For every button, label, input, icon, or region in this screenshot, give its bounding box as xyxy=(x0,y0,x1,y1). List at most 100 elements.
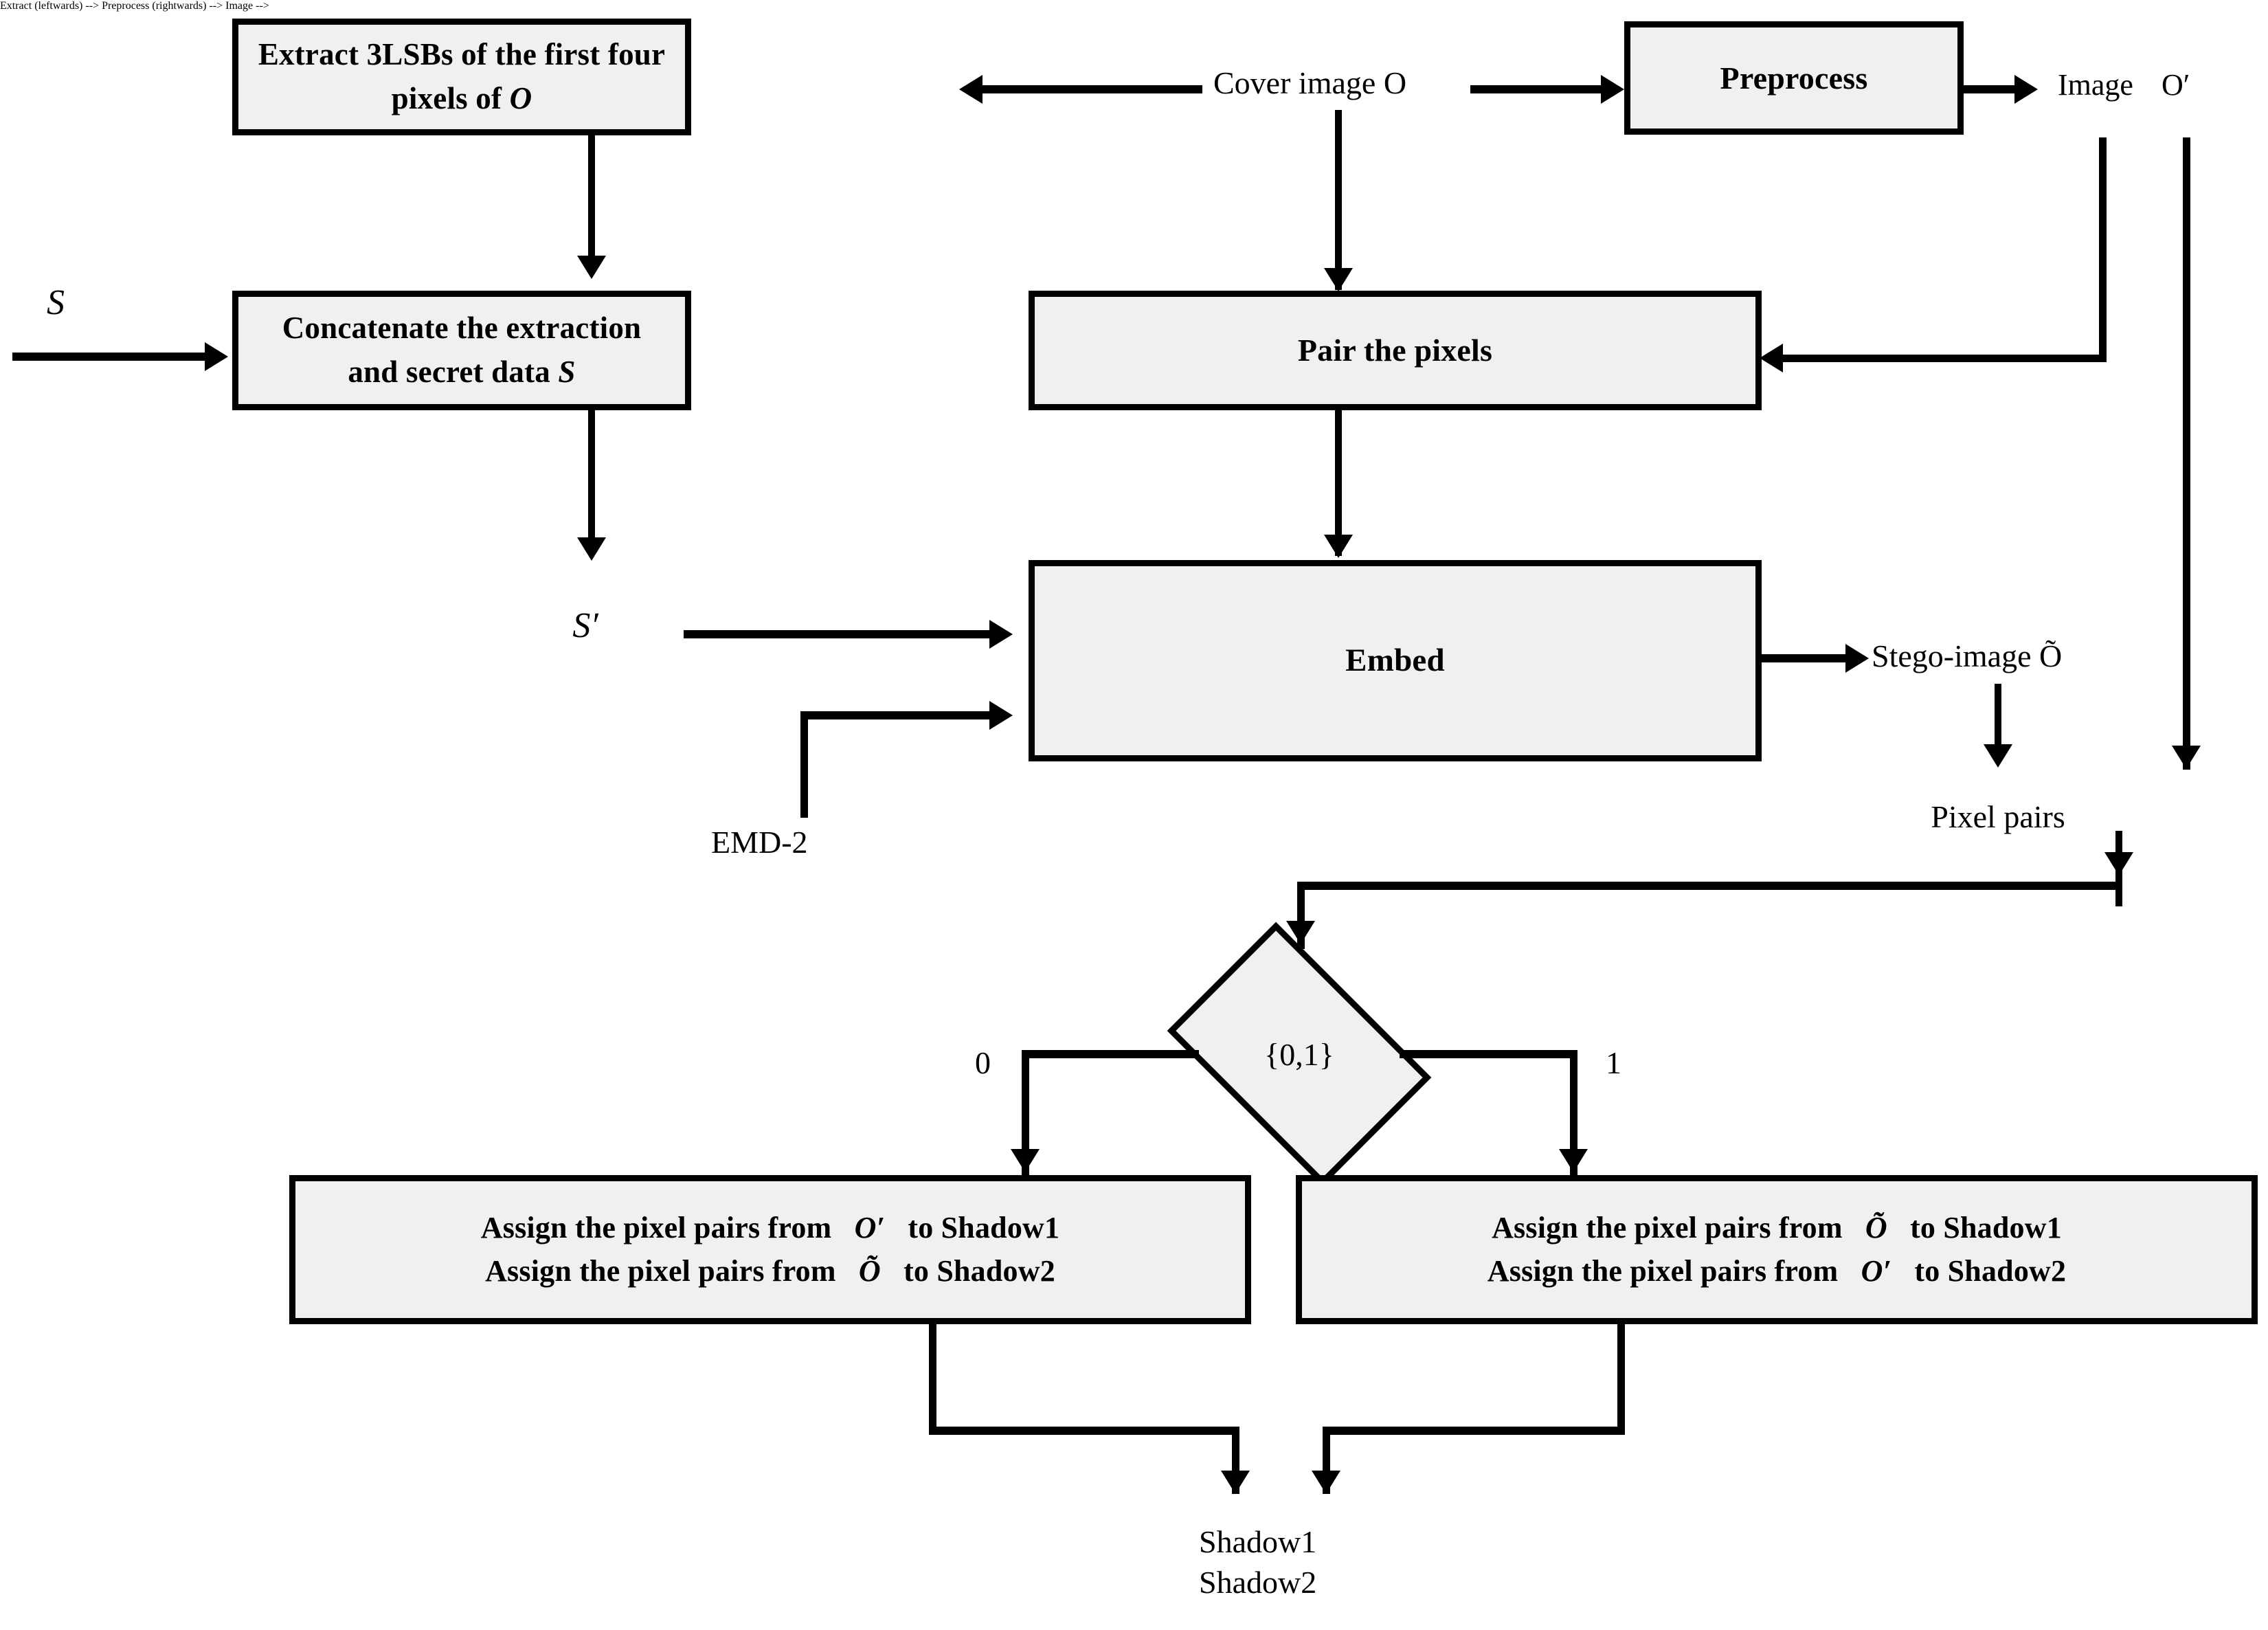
label-pixel-pairs: Pixel pairs xyxy=(1931,797,2065,838)
concatenate-line2-prefix: and secret data xyxy=(348,355,559,389)
connector-assignleft-vertical xyxy=(929,1324,936,1434)
secret-data-symbol: S xyxy=(47,283,65,322)
extract-line2-symbol: O xyxy=(509,81,532,115)
process-box-pair-pixels[interactable]: Pair the pixels xyxy=(1029,291,1762,410)
process-box-embed[interactable]: Embed xyxy=(1029,560,1762,761)
arrowhead-s-to-concatenate xyxy=(205,342,228,371)
connector-assignright-horizontal xyxy=(1323,1427,1625,1435)
assign-left-row1-suffix: to Shadow1 xyxy=(908,1211,1060,1245)
connector-pixelpairs-to-diamond xyxy=(1297,882,1305,949)
connector-cover-to-preprocess xyxy=(1470,85,1601,93)
arrowhead-branch0 xyxy=(1011,1149,1040,1172)
arrowhead-shadow-right xyxy=(1312,1471,1340,1494)
arrowhead-embed-to-stego xyxy=(1845,644,1869,673)
image-symbol: O′ xyxy=(2161,68,2190,102)
arrowhead-cover-to-pair xyxy=(1324,268,1353,291)
arrowhead-image-to-pair xyxy=(1760,344,1783,372)
arrowhead-emd2-to-embed xyxy=(989,701,1013,730)
label-emd2: EMD-2 xyxy=(711,823,808,863)
connector-cover-to-pair xyxy=(1335,110,1342,290)
pixel-pairs-text: Pixel pairs xyxy=(1931,799,2065,834)
label-cover-image: Cover image O xyxy=(1213,63,1406,104)
assign-left-row2-suffix: to Shadow2 xyxy=(903,1253,1055,1288)
connector-image-horizontal xyxy=(1783,355,2107,362)
connector-assignright-vertical xyxy=(1617,1324,1625,1434)
arrowhead-cover-to-preprocess xyxy=(1601,75,1624,104)
arrowhead-pair-to-embed xyxy=(1324,535,1353,558)
connector-branch0-horizontal xyxy=(1022,1050,1199,1058)
decision-label: {0,1} xyxy=(1264,1036,1334,1072)
connector-image-vertical xyxy=(2099,137,2107,359)
arrowhead-preprocess-to-image xyxy=(2014,75,2038,104)
stego-text: Stego-image xyxy=(1872,638,2039,673)
cover-image-symbol: O xyxy=(1383,65,1407,100)
connector-branch0-vertical xyxy=(1022,1050,1029,1175)
decision-label-wrap: {0,1} xyxy=(1189,977,1409,1131)
process-box-assign-left[interactable]: Assign the pixel pairs from O′ to Shadow… xyxy=(289,1175,1251,1324)
connector-oprime-vertical xyxy=(2183,137,2190,770)
connector-assignleft-down xyxy=(1232,1427,1239,1494)
arrowhead-cover-to-extract xyxy=(959,75,983,104)
extract-line1: Extract 3LSBs of the first four xyxy=(258,37,666,72)
branch-zero-text: 0 xyxy=(975,1045,991,1080)
arrowhead-shadow-left xyxy=(1221,1471,1250,1494)
assign-right-row1-prefix: Assign the pixel pairs from xyxy=(1492,1211,1843,1245)
label-branch-zero: 0 xyxy=(975,1043,991,1084)
assign-right-row1-suffix: to Shadow1 xyxy=(1910,1211,2062,1245)
shadow1-text: Shadow1 xyxy=(1199,1524,1317,1559)
assign-left-row1-prefix: Assign the pixel pairs from xyxy=(480,1211,832,1245)
connector-sprime-to-embed xyxy=(684,630,989,638)
label-s-prime: S′ xyxy=(572,603,598,649)
arrowhead-sprime-to-embed xyxy=(989,620,1013,649)
extract-line2-prefix: pixels of xyxy=(391,81,510,115)
label-branch-one: 1 xyxy=(1606,1043,1621,1084)
stego-symbol: Õ xyxy=(2039,638,2063,673)
assign-right-row2-prefix: Assign the pixel pairs from xyxy=(1487,1253,1839,1288)
branch-one-text: 1 xyxy=(1606,1045,1621,1080)
concatenate-line1: Concatenate the extraction xyxy=(282,311,642,346)
shadow2-text: Shadow2 xyxy=(1199,1564,1317,1600)
connector-assignleft-horizontal xyxy=(929,1427,1239,1435)
connector-embed-to-stego xyxy=(1762,654,1847,662)
connector-emd2-horizontal xyxy=(800,711,993,719)
arrowhead-pixelpairs-down xyxy=(2104,852,2133,875)
connector-pair-to-embed xyxy=(1335,410,1342,556)
arrowhead-stego-to-pixelpairs xyxy=(1984,744,2012,768)
decision-node[interactable]: {0,1} xyxy=(1167,922,1432,1187)
assign-left-row1-symbol: O′ xyxy=(854,1211,886,1245)
label-secret-data: S xyxy=(47,280,65,326)
connector-stego-to-pixelpairs xyxy=(1995,684,2001,744)
connector-concatenate-to-sprime xyxy=(588,410,595,545)
connector-s-to-concatenate xyxy=(12,353,205,361)
assign-right-row2-suffix: to Shadow2 xyxy=(1914,1253,2067,1288)
assign-left-row2-prefix: Assign the pixel pairs from xyxy=(485,1253,836,1288)
connector-emd2-vertical xyxy=(800,711,808,818)
process-box-assign-right[interactable]: Assign the pixel pairs from Õ to Shadow… xyxy=(1296,1175,2258,1324)
arrowhead-branch1 xyxy=(1559,1149,1588,1172)
connector-branch1-horizontal xyxy=(1400,1050,1578,1058)
s-prime-symbol: S′ xyxy=(572,606,598,645)
arrowhead-concatenate-to-sprime xyxy=(577,537,606,561)
connector-preprocess-to-image xyxy=(1964,85,2014,93)
image-text: Image xyxy=(2058,68,2133,102)
label-image: Image O′ xyxy=(2058,66,2190,104)
connector-extract-to-concatenate xyxy=(588,135,595,256)
pair-pixels-label: Pair the pixels xyxy=(1297,333,1493,368)
connector-pixelpairs-horizontal xyxy=(1297,882,2122,890)
label-shadow-outputs: Shadow1 Shadow2 xyxy=(1199,1522,1316,1603)
connector-cover-to-extract xyxy=(983,85,1202,93)
concatenate-line2-symbol: S xyxy=(558,355,576,389)
process-box-extract[interactable]: Extract 3LSBs of the first four pixels o… xyxy=(232,19,691,135)
preprocess-label: Preprocess xyxy=(1720,60,1868,96)
assign-left-row2-symbol: Õ xyxy=(858,1253,881,1288)
label-stego-image: Stego-image Õ xyxy=(1872,636,2062,677)
process-box-concatenate[interactable]: Concatenate the extraction and secret da… xyxy=(232,291,691,410)
assign-right-row2-symbol: O′ xyxy=(1861,1253,1892,1288)
process-box-preprocess[interactable]: Preprocess xyxy=(1624,21,1964,135)
assign-right-row1-symbol: Õ xyxy=(1865,1211,1887,1245)
arrowhead-oprime-to-pixelpairs xyxy=(2172,746,2201,769)
cover-image-text: Cover image xyxy=(1213,65,1384,100)
arrowhead-extract-to-concatenate xyxy=(577,256,606,279)
connector-branch1-vertical xyxy=(1570,1050,1578,1175)
